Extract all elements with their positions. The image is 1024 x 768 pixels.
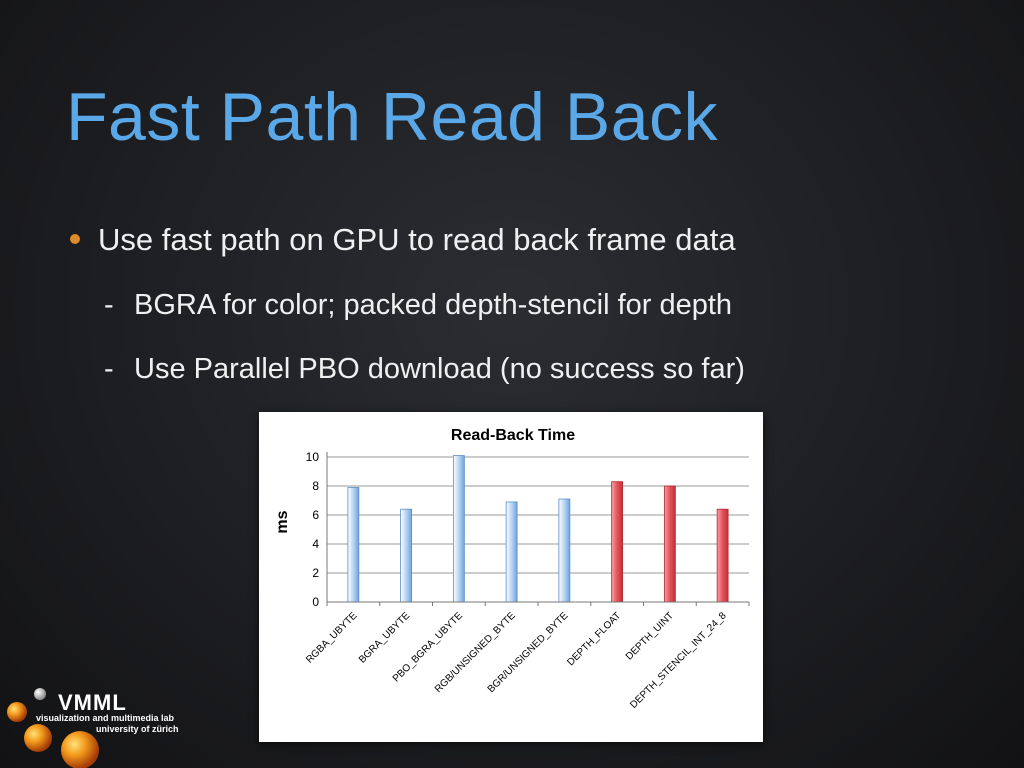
dash-icon: - — [104, 289, 114, 321]
y-tick-label: 2 — [312, 566, 319, 580]
bullet-dot-icon — [70, 234, 80, 244]
x-tick-label: BGRA_UBYTE — [357, 610, 413, 666]
y-tick-label: 8 — [312, 479, 319, 493]
bar — [611, 481, 624, 603]
x-tick-label: DEPTH_FLOAT — [565, 610, 623, 668]
bar — [716, 508, 729, 603]
gridlines — [327, 456, 749, 574]
bars — [347, 455, 729, 603]
x-tick-label: RGBA_UBYTE — [304, 610, 360, 666]
chart-svg: Read-Back Time ms 0 2 4 6 8 10 RGBA_UBYTEBGRA… — [274, 427, 750, 711]
axes — [326, 452, 750, 606]
x-tick-label: DEPTH_STENCIL_INT_24_8 — [628, 610, 729, 711]
y-tick-label: 0 — [312, 595, 319, 609]
y-tick-label: 4 — [312, 537, 319, 551]
slide-title: Fast Path Read Back — [66, 79, 719, 155]
y-tick-label: 6 — [312, 508, 319, 522]
logo-line2: university of zürich — [96, 724, 179, 734]
logo-orb-large — [61, 731, 99, 768]
bullet-item: Use fast path on GPU to read back frame … — [70, 222, 745, 258]
sub-bullet-item: - Use Parallel PBO download (no success … — [70, 352, 745, 386]
chart-title: Read-Back Time — [451, 427, 575, 444]
logo-orb-left — [7, 702, 27, 722]
dash-icon: - — [104, 353, 114, 385]
y-axis-label: ms — [274, 510, 291, 533]
bullet-list: Use fast path on GPU to read back frame … — [70, 222, 745, 386]
sub-bullet-text: BGRA for color; packed depth-stencil for… — [134, 289, 733, 321]
bar — [663, 485, 676, 603]
bullet-text: Use fast path on GPU to read back frame … — [98, 222, 736, 257]
y-tick-labels: 0 2 4 6 8 10 — [306, 450, 320, 609]
sub-bullet-item: - BGRA for color; packed depth-stencil f… — [70, 288, 745, 322]
vmml-logo — [7, 688, 99, 768]
bar — [558, 498, 571, 603]
x-tick-label: DEPTH_UINT — [624, 610, 676, 662]
bar — [505, 501, 518, 603]
logo-orb-middle — [24, 724, 52, 752]
logo-name: VMML — [58, 690, 127, 715]
bar — [400, 508, 413, 603]
logo-orb-small — [34, 688, 46, 700]
sub-bullet-text: Use Parallel PBO download (no success so… — [134, 353, 745, 385]
bar — [452, 455, 465, 603]
logo-line1: visualization and multimedia lab — [36, 713, 175, 723]
x-tick-labels: RGBA_UBYTEBGRA_UBYTEPBO_BGRA_UBYTERGB/UN… — [304, 610, 729, 711]
bar — [347, 487, 360, 603]
y-tick-label: 10 — [306, 450, 320, 464]
